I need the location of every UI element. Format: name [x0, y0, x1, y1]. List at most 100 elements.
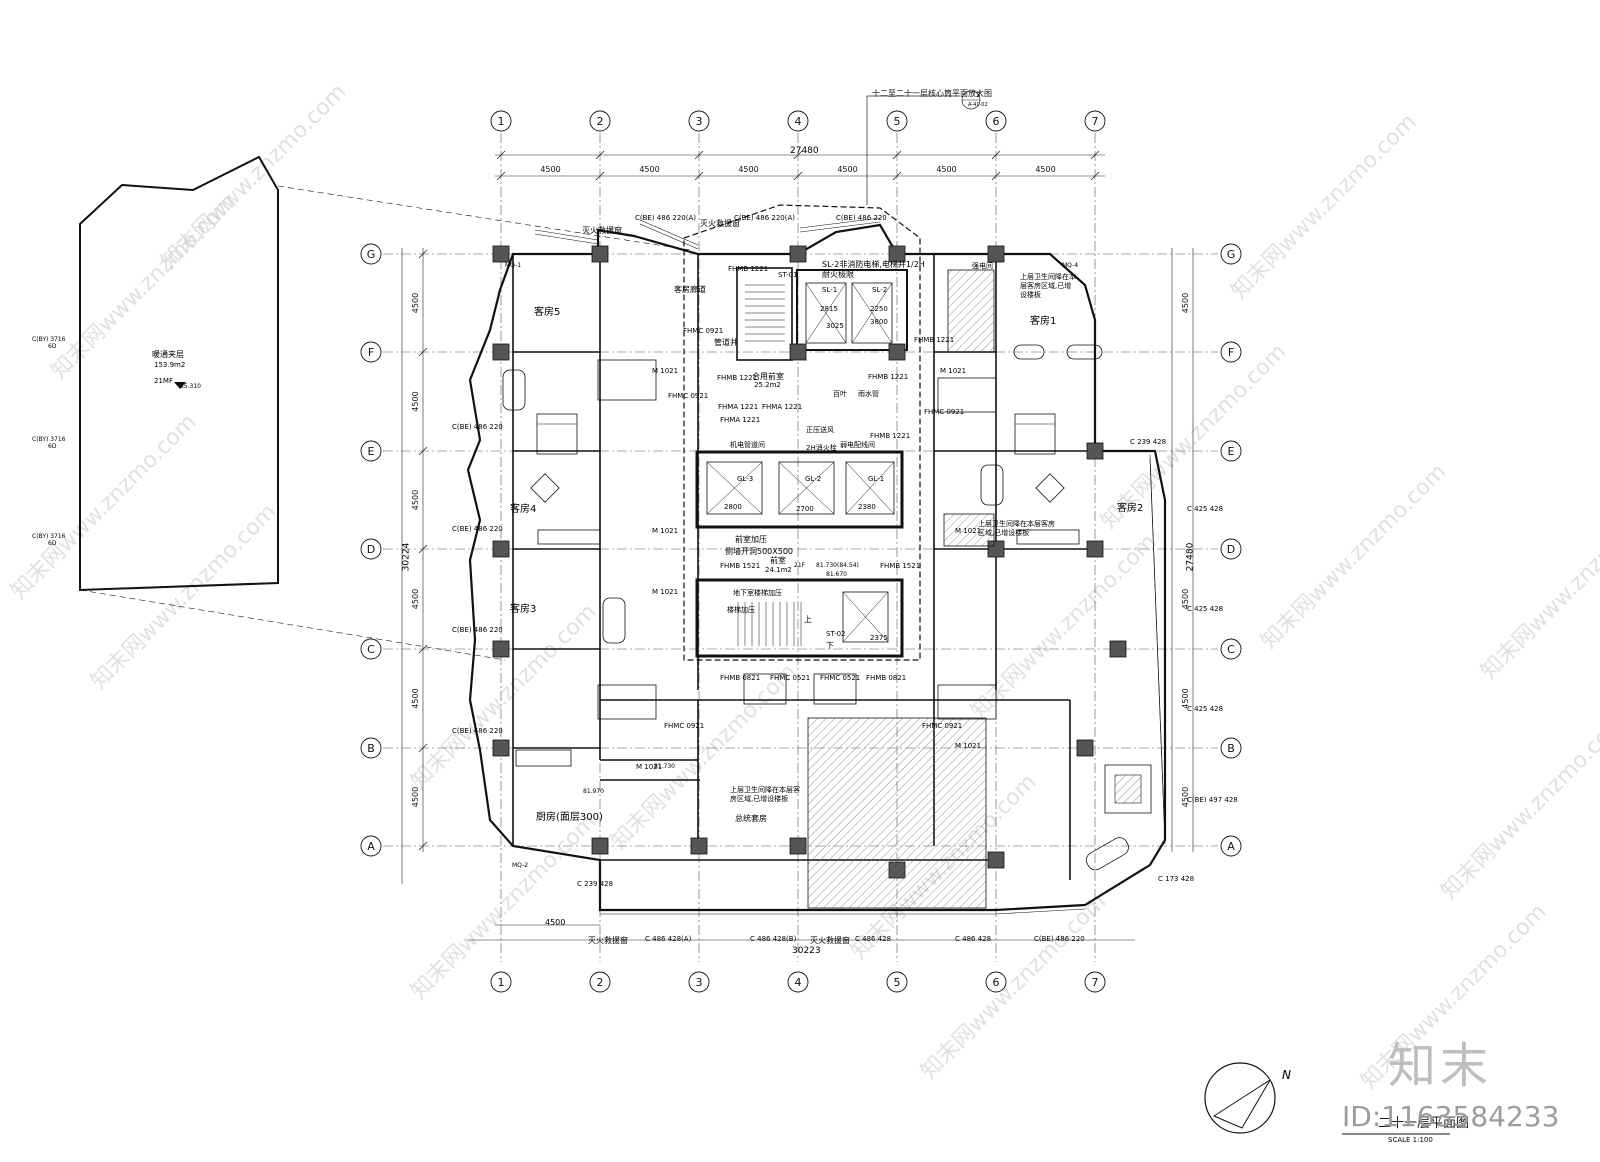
grid-bubble-bottom-label: 6	[993, 976, 1000, 989]
armchair	[1035, 473, 1065, 503]
grid-bubble-top-label: 2	[597, 115, 604, 128]
grid-bubble-top-label: 5	[894, 115, 901, 128]
grid-bubble-left-label: E	[368, 445, 375, 458]
north-arrow	[1212, 1079, 1271, 1129]
dim-tick	[991, 171, 1001, 181]
dim-tick	[418, 743, 428, 753]
grid-bubble-left-label: B	[367, 742, 375, 755]
watermark-text: 知末网www.znzmo.com	[917, 889, 1112, 1084]
dim-left-span: 4500	[411, 589, 420, 609]
hatched-slab-2	[943, 513, 995, 547]
dim-tick	[418, 544, 428, 554]
dim-tick	[496, 150, 506, 160]
elevator-car	[778, 461, 835, 515]
dim-tick	[595, 171, 605, 181]
bathtub	[1013, 344, 1045, 360]
watermark-text: 知末网www.znzmo.com	[1257, 459, 1452, 654]
stair-01	[736, 267, 793, 361]
watermark-text: 知末网www.znzmo.com	[1097, 339, 1292, 534]
dim-tick	[418, 347, 428, 357]
stair-02	[695, 578, 904, 658]
fire-lift	[842, 591, 889, 643]
dim-tick	[418, 249, 428, 259]
grid-bubble-right-circle	[1220, 243, 1242, 265]
dim-tick	[694, 171, 704, 181]
watermark-text: 知末网www.znzmo.com	[607, 659, 802, 854]
grid-bubble-top-label: 1	[498, 115, 505, 128]
dim-tick	[793, 150, 803, 160]
structural-column	[591, 245, 609, 263]
inset-leader-top	[277, 185, 691, 251]
dim-left-span: 4500	[411, 490, 420, 510]
grid-bubble-right-circle	[1220, 638, 1242, 660]
dim-tick	[418, 446, 428, 456]
grid-bubble-bottom-label: 7	[1092, 976, 1099, 989]
window-line	[799, 217, 881, 229]
structural-column	[492, 540, 510, 558]
cabinet	[597, 684, 657, 720]
structural-column	[1076, 739, 1094, 757]
hatched-slab-1	[947, 269, 995, 353]
window-line	[639, 223, 699, 250]
grid-bubble-right-circle	[1220, 341, 1242, 363]
grid-bubble-bottom-label: 2	[597, 976, 604, 989]
cabinet	[537, 529, 601, 545]
dim-left-span: 4500	[411, 391, 420, 411]
grid-bubble-left-label: F	[368, 346, 374, 359]
dim-left-span: 4500	[411, 293, 420, 313]
grid-bubble-left-circle	[360, 737, 382, 759]
window-line	[799, 221, 881, 233]
service-lift-car	[805, 282, 847, 344]
grid-bubble-bottom-circle	[985, 971, 1007, 993]
grid-bubble-right-circle	[1220, 737, 1242, 759]
grid-bubble-right-circle	[1220, 835, 1242, 857]
dim-left-span: 4500	[411, 787, 420, 807]
structural-column	[888, 343, 906, 361]
dim-tick	[892, 150, 902, 160]
grid-bubble-bottom-circle	[589, 971, 611, 993]
grid-bubble-left-circle	[360, 440, 382, 462]
structural-column	[1109, 640, 1127, 658]
grid-bubble-top-label: 3	[696, 115, 703, 128]
structural-column	[789, 245, 807, 263]
dim-top-span: 4500	[540, 165, 560, 174]
lift-cross	[805, 282, 847, 344]
window-line	[534, 229, 599, 241]
dim-right-span: 4500	[1181, 293, 1190, 313]
grid-bubble-top-circle	[589, 110, 611, 132]
dim-top-span: 4500	[936, 165, 956, 174]
cabinet	[597, 359, 657, 401]
elevator-cross	[706, 461, 763, 515]
grid-bubble-left-label: A	[367, 840, 375, 853]
grid-bubble-left-circle	[360, 341, 382, 363]
structural-column	[888, 245, 906, 263]
grid-bubble-right-label: E	[1228, 445, 1235, 458]
window-line	[639, 219, 699, 246]
grid-bubble-left-circle	[360, 538, 382, 560]
grid-bubble-bottom-circle	[490, 971, 512, 993]
dim-top-span: 4500	[639, 165, 659, 174]
bathtub	[602, 597, 626, 644]
structural-column	[789, 837, 807, 855]
grid-bubble-right-label: F	[1228, 346, 1234, 359]
window-line	[534, 233, 599, 245]
grid-bubble-top-circle	[688, 110, 710, 132]
dim-tick	[496, 171, 506, 181]
dim-tick	[1090, 171, 1100, 181]
shower-tray	[1114, 774, 1142, 804]
dim-top-span: 4500	[738, 165, 758, 174]
grid-bubble-left-label: G	[367, 248, 376, 261]
dim-top-span: 4500	[1035, 165, 1055, 174]
dim-right-span: 4500	[1181, 589, 1190, 609]
grid-bubble-bottom-label: 3	[696, 976, 703, 989]
lift-cross	[851, 282, 893, 344]
structural-column	[987, 245, 1005, 263]
dim-tick	[418, 644, 428, 654]
structural-column	[492, 343, 510, 361]
grid-bubble-left-circle	[360, 243, 382, 265]
grid-bubble-right-label: A	[1227, 840, 1235, 853]
bed	[1014, 413, 1056, 455]
inset-level-marker	[174, 382, 186, 389]
cabinet	[743, 673, 787, 705]
